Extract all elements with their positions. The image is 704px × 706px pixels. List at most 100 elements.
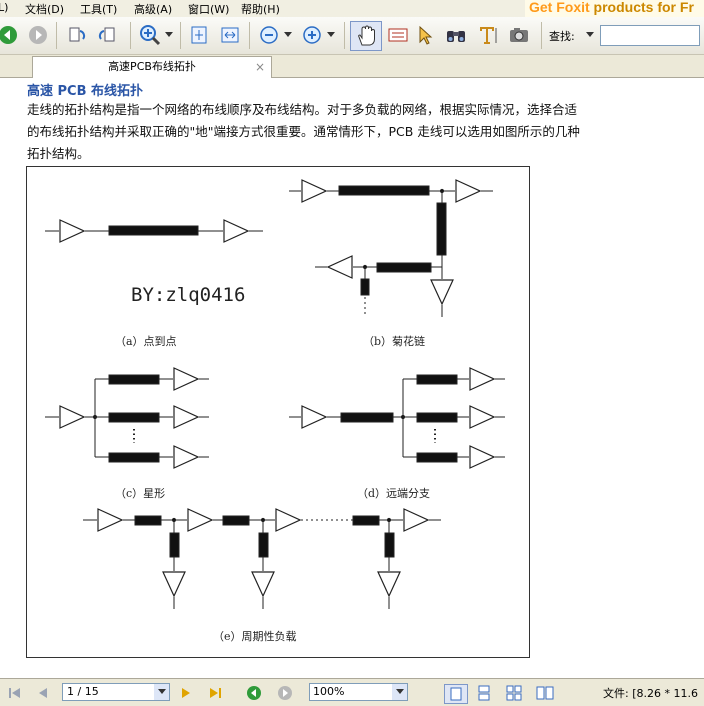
single-page-icon — [450, 687, 462, 701]
dropdown-arrow-icon — [165, 32, 173, 37]
topology-daisy-chain — [289, 179, 493, 317]
binoculars-icon — [447, 31, 465, 42]
menu-advanced[interactable]: 高级(A) — [134, 3, 173, 16]
select-tool-button[interactable] — [413, 23, 437, 47]
menu-document[interactable]: 文档(D) — [25, 3, 65, 16]
fit-width-button[interactable] — [218, 23, 242, 47]
topology-point-to-point — [45, 219, 263, 243]
zoom-dropdown[interactable] — [392, 684, 407, 700]
caption-point-to-point: （a）点到点 — [115, 335, 177, 348]
forward-arrow-icon — [29, 26, 47, 44]
toolbar-separator — [541, 22, 542, 49]
caption-periodic-load: （e）周期性负载 — [213, 629, 297, 643]
continuous-view-button[interactable] — [474, 684, 494, 702]
toolbar-separator — [130, 22, 131, 49]
magnifier-plus-icon — [140, 25, 161, 46]
hand-tool-button[interactable] — [350, 21, 382, 51]
toolbar-separator — [344, 22, 345, 49]
fit-width-icon — [221, 27, 239, 43]
toolbar-separator — [56, 22, 57, 49]
arrow-pointer-icon — [419, 25, 433, 45]
last-page-icon — [210, 688, 221, 698]
zoom-in-button[interactable] — [300, 23, 324, 47]
fit-page-icon — [191, 26, 207, 44]
dropdown-arrow-icon — [327, 32, 335, 37]
previous-page-button[interactable] — [34, 684, 52, 702]
forward-button[interactable] — [26, 23, 50, 47]
foxit-ad-banner[interactable]: Get Foxit products for Fr — [525, 0, 704, 17]
topology-periodic-load — [83, 508, 441, 609]
menu-bar: L) 文档(D) 工具(T) 高级(A) 窗口(W) 帮助(H) Get Fox… — [0, 0, 704, 17]
plus-icon — [303, 26, 321, 44]
single-page-view-button[interactable] — [444, 684, 468, 704]
tab-title: 高速PCB布线拓扑 — [108, 60, 196, 73]
toolbar: 查找: — [0, 17, 704, 55]
fit-page-button[interactable] — [187, 23, 211, 47]
file-size-info: 文件: [8.26 * 11.6 — [603, 687, 698, 700]
find-tool-button[interactable] — [444, 23, 468, 47]
menu-view[interactable]: L) — [0, 1, 9, 14]
find-label: 查找: — [549, 30, 575, 43]
back-arrow-icon — [0, 26, 17, 44]
status-bar: 1 / 15 100% 文件: [8.26 * 11.6 — [0, 678, 704, 706]
page-number-value: 1 / 15 — [67, 685, 99, 698]
toolbar-separator — [249, 22, 250, 49]
go-forward-view-button[interactable] — [275, 684, 295, 702]
zoom-out-dropdown[interactable] — [282, 23, 294, 47]
rotate-left-button[interactable] — [64, 23, 88, 47]
text-t-icon — [480, 27, 497, 44]
snapshot-tool-button[interactable] — [507, 23, 531, 47]
caption-far-end-branch: （d）远端分支 — [357, 487, 430, 500]
zoom-tool-dropdown[interactable] — [162, 23, 176, 47]
last-page-button[interactable] — [206, 684, 226, 702]
zoom-in-tool-button[interactable] — [138, 23, 162, 47]
hand-icon — [358, 25, 375, 46]
ad-text: products for Fr — [589, 0, 694, 15]
watermark-text: BY:zlq0416 — [131, 284, 245, 306]
zoom-level-value: 100% — [313, 685, 345, 698]
section-paragraph: 走线的拓扑结构是指一个网络的布线顺序及布线结构。对于多负载的网络，根据实际情况，… — [27, 102, 580, 161]
two-page-icon — [536, 686, 554, 700]
back-button[interactable] — [0, 23, 20, 47]
find-options-dropdown[interactable] — [584, 23, 596, 47]
next-page-icon — [182, 688, 190, 698]
close-icon[interactable]: × — [254, 60, 265, 74]
tab-document[interactable]: 高速PCB布线拓扑 × — [32, 56, 272, 78]
camera-icon — [510, 28, 528, 42]
typewriter-tool-button[interactable] — [476, 23, 500, 47]
document-tab-bar: 高速PCB布线拓扑 × — [0, 55, 704, 78]
page-dropdown[interactable] — [154, 684, 169, 700]
topology-diagram: BY:zlq0416 （a）点到点 （b）菊花链 （c）星形 （d）远端分支 （… — [45, 179, 505, 643]
chevron-down-icon — [395, 689, 404, 694]
caption-daisy-chain: （b）菊花链 — [363, 334, 425, 348]
zoom-out-button[interactable] — [257, 23, 281, 47]
menu-help[interactable]: 帮助(H) — [241, 3, 280, 16]
next-page-button[interactable] — [177, 684, 195, 702]
zoom-level-field[interactable]: 100% — [309, 683, 408, 701]
select-text-tool-button[interactable] — [386, 23, 410, 47]
menu-tools[interactable]: 工具(T) — [80, 3, 118, 16]
page-number-field[interactable]: 1 / 15 — [62, 683, 170, 701]
facing-view-button[interactable] — [504, 684, 524, 702]
caption-star: （c）星形 — [115, 487, 165, 500]
forward-arrow-icon — [278, 686, 292, 700]
find-input[interactable] — [600, 25, 700, 46]
previous-page-icon — [39, 688, 47, 698]
ad-brand: Get Foxit — [529, 0, 590, 15]
rotate-right-button[interactable] — [96, 23, 120, 47]
continuous-page-icon — [478, 685, 490, 701]
menu-window[interactable]: 窗口(W) — [188, 3, 230, 16]
first-page-icon — [9, 688, 20, 698]
first-page-button[interactable] — [6, 684, 24, 702]
topology-far-end-branch — [289, 367, 505, 469]
zoom-in-dropdown[interactable] — [325, 23, 337, 47]
rotate-page-icon — [98, 27, 115, 42]
minus-icon — [260, 26, 278, 44]
grid-pages-icon — [506, 685, 522, 701]
topology-star — [45, 367, 209, 469]
section-heading: 高速 PCB 布线拓扑 — [27, 84, 144, 99]
back-arrow-icon — [247, 686, 261, 700]
continuous-facing-view-button[interactable] — [534, 684, 556, 702]
chevron-down-icon — [157, 689, 166, 694]
go-back-view-button[interactable] — [244, 684, 264, 702]
